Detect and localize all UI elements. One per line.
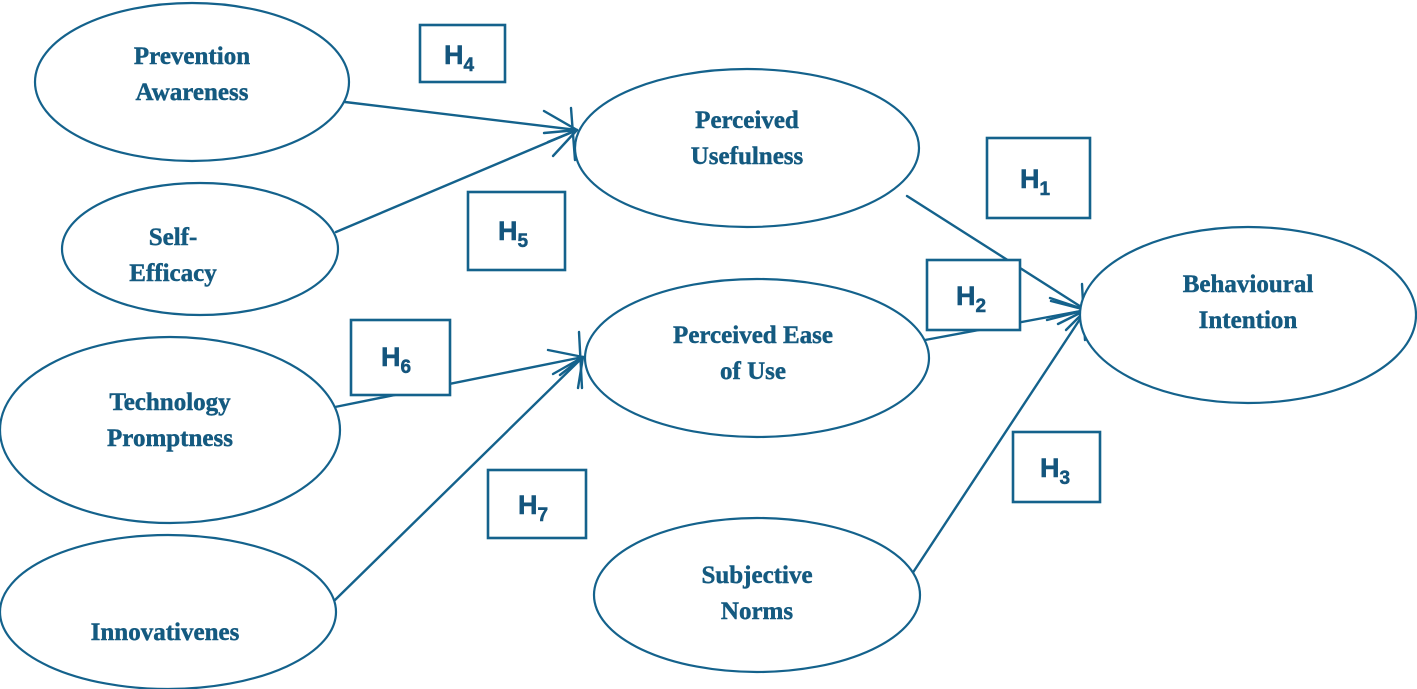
hypothesis-box-h7-shape[interactable] [486, 468, 588, 540]
hypothesis-box-h5-label: H5 [498, 216, 529, 252]
node-technology-promptness[interactable]: Technology Promptness [0, 335, 342, 525]
hypothesis-box-h3[interactable]: H3 [1011, 430, 1102, 504]
node-perceived-usefulness-label-line1: Perceived [695, 107, 799, 134]
hypothesis-box-h4[interactable]: H4 [418, 23, 507, 84]
node-prevention-awareness[interactable]: Prevention Awareness [33, 1, 351, 163]
node-prevention-awareness-label-line2: Awareness [136, 79, 249, 106]
edge-h3-line [910, 308, 1088, 576]
node-subjective-norms-label-line1: Subjective [701, 562, 812, 589]
edge-h6-line [333, 355, 585, 409]
hypothesis-box-h5[interactable]: H5 [466, 190, 567, 272]
node-self-efficacy-shape[interactable] [60, 181, 340, 317]
edge-h7-line [333, 355, 585, 602]
node-innovativenes-label-line1: Innovativenes [91, 619, 240, 646]
hypothesis-box-h5-shape[interactable] [466, 190, 567, 272]
hypothesis-box-h3-label: H3 [1040, 453, 1070, 489]
node-prevention-awareness-label-line1: Prevention [134, 43, 250, 70]
node-innovativenes[interactable]: Innovativenes [0, 533, 338, 689]
node-perceived-usefulness[interactable]: Perceived Usefulness [573, 67, 921, 229]
edge-peou-tick [577, 330, 584, 390]
hypothesis-box-h2-label: H2 [956, 281, 986, 317]
node-perceived-ease-of-use-label-line2: of Use [720, 358, 786, 385]
node-subjective-norms[interactable]: Subjective Norms [592, 516, 922, 674]
node-self-efficacy[interactable]: Self- Efficacy [60, 181, 340, 317]
hypothesis-box-h1[interactable]: H1 [985, 136, 1092, 220]
hypothesis-box-h7[interactable]: H7 [486, 468, 588, 540]
hypothesis-box-h2[interactable]: H2 [925, 258, 1022, 332]
hypothesis-box-h6[interactable]: H6 [349, 318, 452, 397]
node-behavioural-intention-label-line2: Intention [1199, 307, 1298, 334]
hypothesis-box-h1-shape[interactable] [985, 136, 1092, 220]
node-perceived-ease-of-use-label-line1: Perceived Ease [673, 322, 833, 349]
node-perceived-usefulness-shape[interactable] [573, 67, 921, 229]
hypothesis-box-h7-label: H7 [518, 490, 548, 526]
edge-h1-line [905, 194, 1088, 312]
node-subjective-norms-shape[interactable] [592, 516, 922, 674]
node-prevention-awareness-shape[interactable] [33, 1, 351, 163]
hypothesis-box-h4-shape[interactable] [418, 23, 507, 84]
hypothesis-box-h3-shape[interactable] [1011, 430, 1102, 504]
edge-h4-line [343, 100, 579, 132]
node-subjective-norms-label-line2: Norms [721, 598, 793, 625]
node-perceived-ease-of-use[interactable]: Perceived Ease of Use [583, 277, 931, 439]
node-technology-promptness-shape[interactable] [0, 335, 342, 525]
hypothesis-box-h1-label: H1 [1020, 164, 1051, 200]
hypothesis-box-h4-label: H4 [444, 40, 475, 76]
node-behavioural-intention-label-line1: Behavioural [1183, 271, 1314, 298]
node-behavioural-intention-shape[interactable] [1078, 225, 1417, 405]
node-technology-promptness-label-line2: Promptness [107, 425, 233, 452]
node-self-efficacy-label-line2: Efficacy [129, 260, 217, 287]
hypothesis-box-h6-shape[interactable] [349, 318, 452, 397]
node-perceived-usefulness-label-line2: Usefulness [691, 143, 804, 170]
hypothesis-box-h6-label: H6 [381, 342, 411, 378]
node-perceived-ease-of-use-shape[interactable] [583, 277, 931, 439]
node-innovativenes-shape[interactable] [0, 533, 338, 689]
node-behavioural-intention[interactable]: Behavioural Intention [1078, 225, 1417, 405]
hypothesis-box-h2-shape[interactable] [925, 258, 1022, 332]
node-self-efficacy-label-line1: Self- [149, 224, 198, 251]
edge-h5-line [334, 128, 579, 234]
edge-h4 [343, 100, 579, 144]
node-technology-promptness-label-line1: Technology [109, 389, 231, 416]
